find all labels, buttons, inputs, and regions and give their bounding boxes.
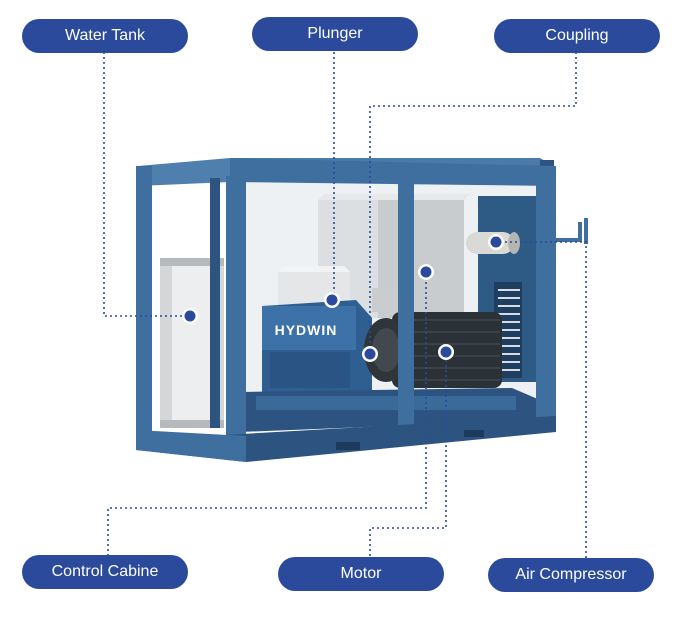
leader-lines — [103, 52, 587, 558]
leader-coupling — [369, 52, 577, 354]
container-frame-front — [136, 158, 556, 462]
marker-water-tank — [182, 308, 198, 324]
marker-air-compressor — [488, 234, 504, 250]
leader-water-tank — [103, 52, 190, 317]
marker-control-cabine — [418, 264, 434, 280]
marker-motor — [438, 344, 454, 360]
label-water-tank: Water Tank — [22, 19, 188, 53]
markers — [182, 234, 504, 362]
label-motor: Motor — [278, 557, 444, 591]
label-coupling: Coupling — [494, 19, 660, 53]
leader-air-compressor — [496, 241, 587, 558]
marker-plunger — [324, 292, 340, 308]
leader-control-cabine — [107, 272, 427, 556]
label-air-compressor: Air Compressor — [488, 558, 654, 592]
label-plunger: Plunger — [252, 17, 418, 51]
nameplate-brand: HYDWIN — [275, 322, 338, 338]
marker-coupling — [362, 346, 378, 362]
base-skid — [240, 388, 540, 432]
label-control-cabine: Control Cabine — [22, 555, 188, 589]
leader-motor — [369, 352, 447, 556]
